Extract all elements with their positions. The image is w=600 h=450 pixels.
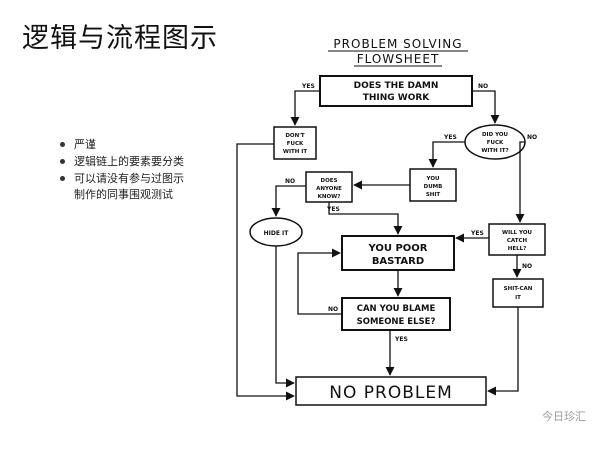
bullet-item: 逻辑链上的要素要分类 [60,154,260,170]
arrow-hide-noproblem [275,246,295,388]
node-blame-someone-l2: SOMEONE ELSE? [357,317,436,327]
flowchart-subtitle: FLOWSHEET [357,52,440,66]
node-no-problem-label: NO PROBLEM [329,383,453,403]
arrow-works-yes [290,90,320,126]
node-poor-bastard [341,235,455,271]
node-did-you-fuck-l3: WITH IT? [481,148,508,154]
arrow-shitcan-noproblem [487,307,519,396]
label-anyone-yes: YES [326,206,340,213]
node-no-problem [295,376,487,406]
node-dumb-shit-l2: DUMB [424,184,443,190]
node-dont-fuck-l2: FUCK [287,141,304,147]
node-anyone-know [305,171,353,203]
node-poor-bastard-l1: YOU POOR [367,243,427,254]
arrow-anyone-no [271,185,306,217]
arrow-dontfuck-noproblem [236,143,295,401]
node-dont-fuck-l1: DON'T [285,133,305,139]
label-blame-yes: YES [394,336,408,343]
node-anyone-know-l2: ANYONE [316,186,342,192]
node-shit-can [492,278,544,308]
node-catch-hell-l1: WILL YOU [502,230,532,236]
label-catch-yes: YES [470,230,484,237]
arrow-fuck-no [515,141,525,223]
node-blame-someone [341,297,451,331]
node-did-you-fuck-l2: FUCK [487,140,504,146]
node-anyone-know-l1: DOES [321,178,338,184]
node-does-it-work-l2: THING WORK [363,93,431,103]
node-does-it-work-l1: DOES THE DAMN [354,81,439,91]
label-blame-no: NO [328,306,338,313]
node-poor-bastard-l2: BASTARD [372,256,424,267]
arrow-works-no [472,90,500,124]
node-blame-someone-l1: CAN YOU BLAME [357,304,436,314]
slide-title: 逻辑与流程图示 [22,23,218,54]
node-dont-fuck [273,126,317,160]
node-catch-hell-l3: HELL? [508,246,527,252]
node-dont-fuck-l3: WITH IT [283,149,307,155]
label-works-yes: YES [301,83,315,90]
bullet-list: 严谨 逻辑链上的要素要分类 可以请没有参与过图示 制作的同事围观测试 [60,137,260,204]
bullet-item: 可以请没有参与过图示 制作的同事围观测试 [60,171,260,203]
node-catch-hell-l2: CATCH [507,238,528,244]
node-shit-can-l1: SHIT-CAN [504,286,533,292]
node-shit-can-l2: IT [515,295,521,301]
watermark-logo: 今日珍汇 [542,410,586,423]
arrow-anyone-yes [328,202,403,235]
node-does-it-work [319,75,473,107]
node-dumb-shit [409,168,457,202]
flowchart-title: PROBLEM SOLVING [333,37,462,51]
bullet-item: 严谨 [60,137,260,153]
label-works-no: NO [478,83,488,90]
node-anyone-know-l3: KNOW? [318,194,341,200]
label-fuck-yes: YES [443,134,457,141]
node-dumb-shit-l1: YOU [426,176,440,182]
node-dumb-shit-l3: SHIT [426,192,441,198]
label-anyone-no: NO [285,178,295,185]
node-hide-it-label: HIDE IT [264,230,290,237]
label-catch-no: NO [522,263,532,270]
label-fuck-no: NO [527,134,537,141]
node-did-you-fuck-l1: DID YOU [482,132,508,138]
arrow-fuck-yes [428,141,465,168]
arrow-blame-no [297,248,342,315]
